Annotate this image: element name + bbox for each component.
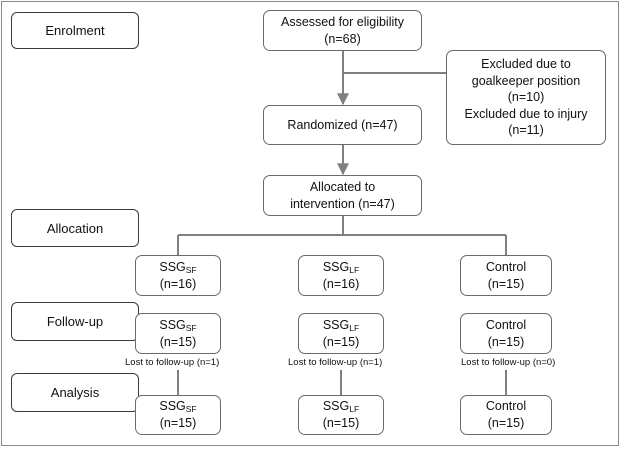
stage-enrolment: Enrolment (11, 12, 139, 49)
group-1-followup-count: (n=15) (159, 334, 197, 349)
group-3-analysis-count: (n=15) (487, 416, 525, 430)
stage-allocation-label: Allocation (46, 220, 104, 236)
group-3-followup-count: (n=15) (487, 334, 525, 349)
stage-followup-label: Follow-up (46, 314, 104, 329)
group-1-followup-name: SSGSF (159, 317, 197, 333)
group-3-lost-to-followup: Lost to follow-up (n=0) (461, 357, 556, 368)
group-2-analysis-name: SSGLF (322, 399, 360, 414)
stage-analysis: Analysis (11, 373, 139, 412)
group-2-allocated-box: SSGLF (n=16) (298, 255, 384, 296)
group-3-allocated-name: Control (485, 259, 527, 274)
assessed-label: Assessed for eligibility (281, 14, 404, 29)
group-2-lost-to-followup: Lost to follow-up (n=1) (288, 357, 383, 368)
group-3-allocated-box: Control (n=15) (460, 255, 552, 296)
group-3-followup-box: Control (n=15) (460, 313, 552, 354)
allocated-count: intervention (n=47) (290, 196, 395, 211)
group-3-allocated-count: (n=15) (487, 276, 525, 291)
group-2-allocated-name: SSGLF (322, 259, 360, 275)
group-1-analysis-count: (n=15) (159, 416, 197, 430)
excluded-reason-1: Excluded due to (481, 57, 571, 72)
allocated-box: Allocated to intervention (n=47) (263, 175, 422, 216)
group-1-followup-box: SSGSF (n=15) (135, 313, 221, 354)
group-2-followup-count: (n=15) (322, 334, 360, 349)
group-1-allocated-count: (n=16) (159, 276, 197, 291)
group-3-analysis-box: Control (n=15) (460, 395, 552, 435)
excluded-reason-2: Excluded due to injury (464, 106, 588, 121)
excluded-reason-1-count: (n=10) (507, 90, 545, 105)
stage-analysis-label: Analysis (50, 385, 100, 400)
group-2-followup-box: SSGLF (n=15) (298, 313, 384, 354)
group-1-lost-to-followup: Lost to follow-up (n=1) (125, 357, 220, 368)
excluded-box: Excluded due to goalkeeper position (n=1… (446, 50, 606, 145)
assessed-box: Assessed for eligibility (n=68) (263, 10, 422, 51)
group-1-allocated-name: SSGSF (159, 259, 197, 275)
group-2-analysis-count: (n=15) (322, 416, 360, 430)
randomized-label: Randomized (n=47) (287, 117, 398, 132)
stage-followup: Follow-up (11, 302, 139, 341)
group-1-analysis-box: SSGSF (n=15) (135, 395, 221, 435)
assessed-count: (n=68) (324, 31, 361, 46)
group-1-analysis-name: SSGSF (159, 399, 197, 414)
allocated-label: Allocated to (309, 179, 376, 194)
group-2-analysis-box: SSGLF (n=15) (298, 395, 384, 435)
group-3-analysis-name: Control (485, 399, 527, 413)
group-2-followup-name: SSGLF (322, 317, 360, 333)
excluded-reason-1-detail: goalkeeper position (471, 73, 581, 88)
stage-enrolment-label: Enrolment (45, 23, 105, 38)
group-1-allocated-box: SSGSF (n=16) (135, 255, 221, 296)
randomized-box: Randomized (n=47) (263, 105, 422, 145)
group-2-allocated-count: (n=16) (322, 276, 360, 291)
excluded-reason-2-count: (n=11) (508, 123, 544, 138)
stage-allocation: Allocation (11, 209, 139, 247)
group-3-followup-name: Control (485, 317, 527, 332)
